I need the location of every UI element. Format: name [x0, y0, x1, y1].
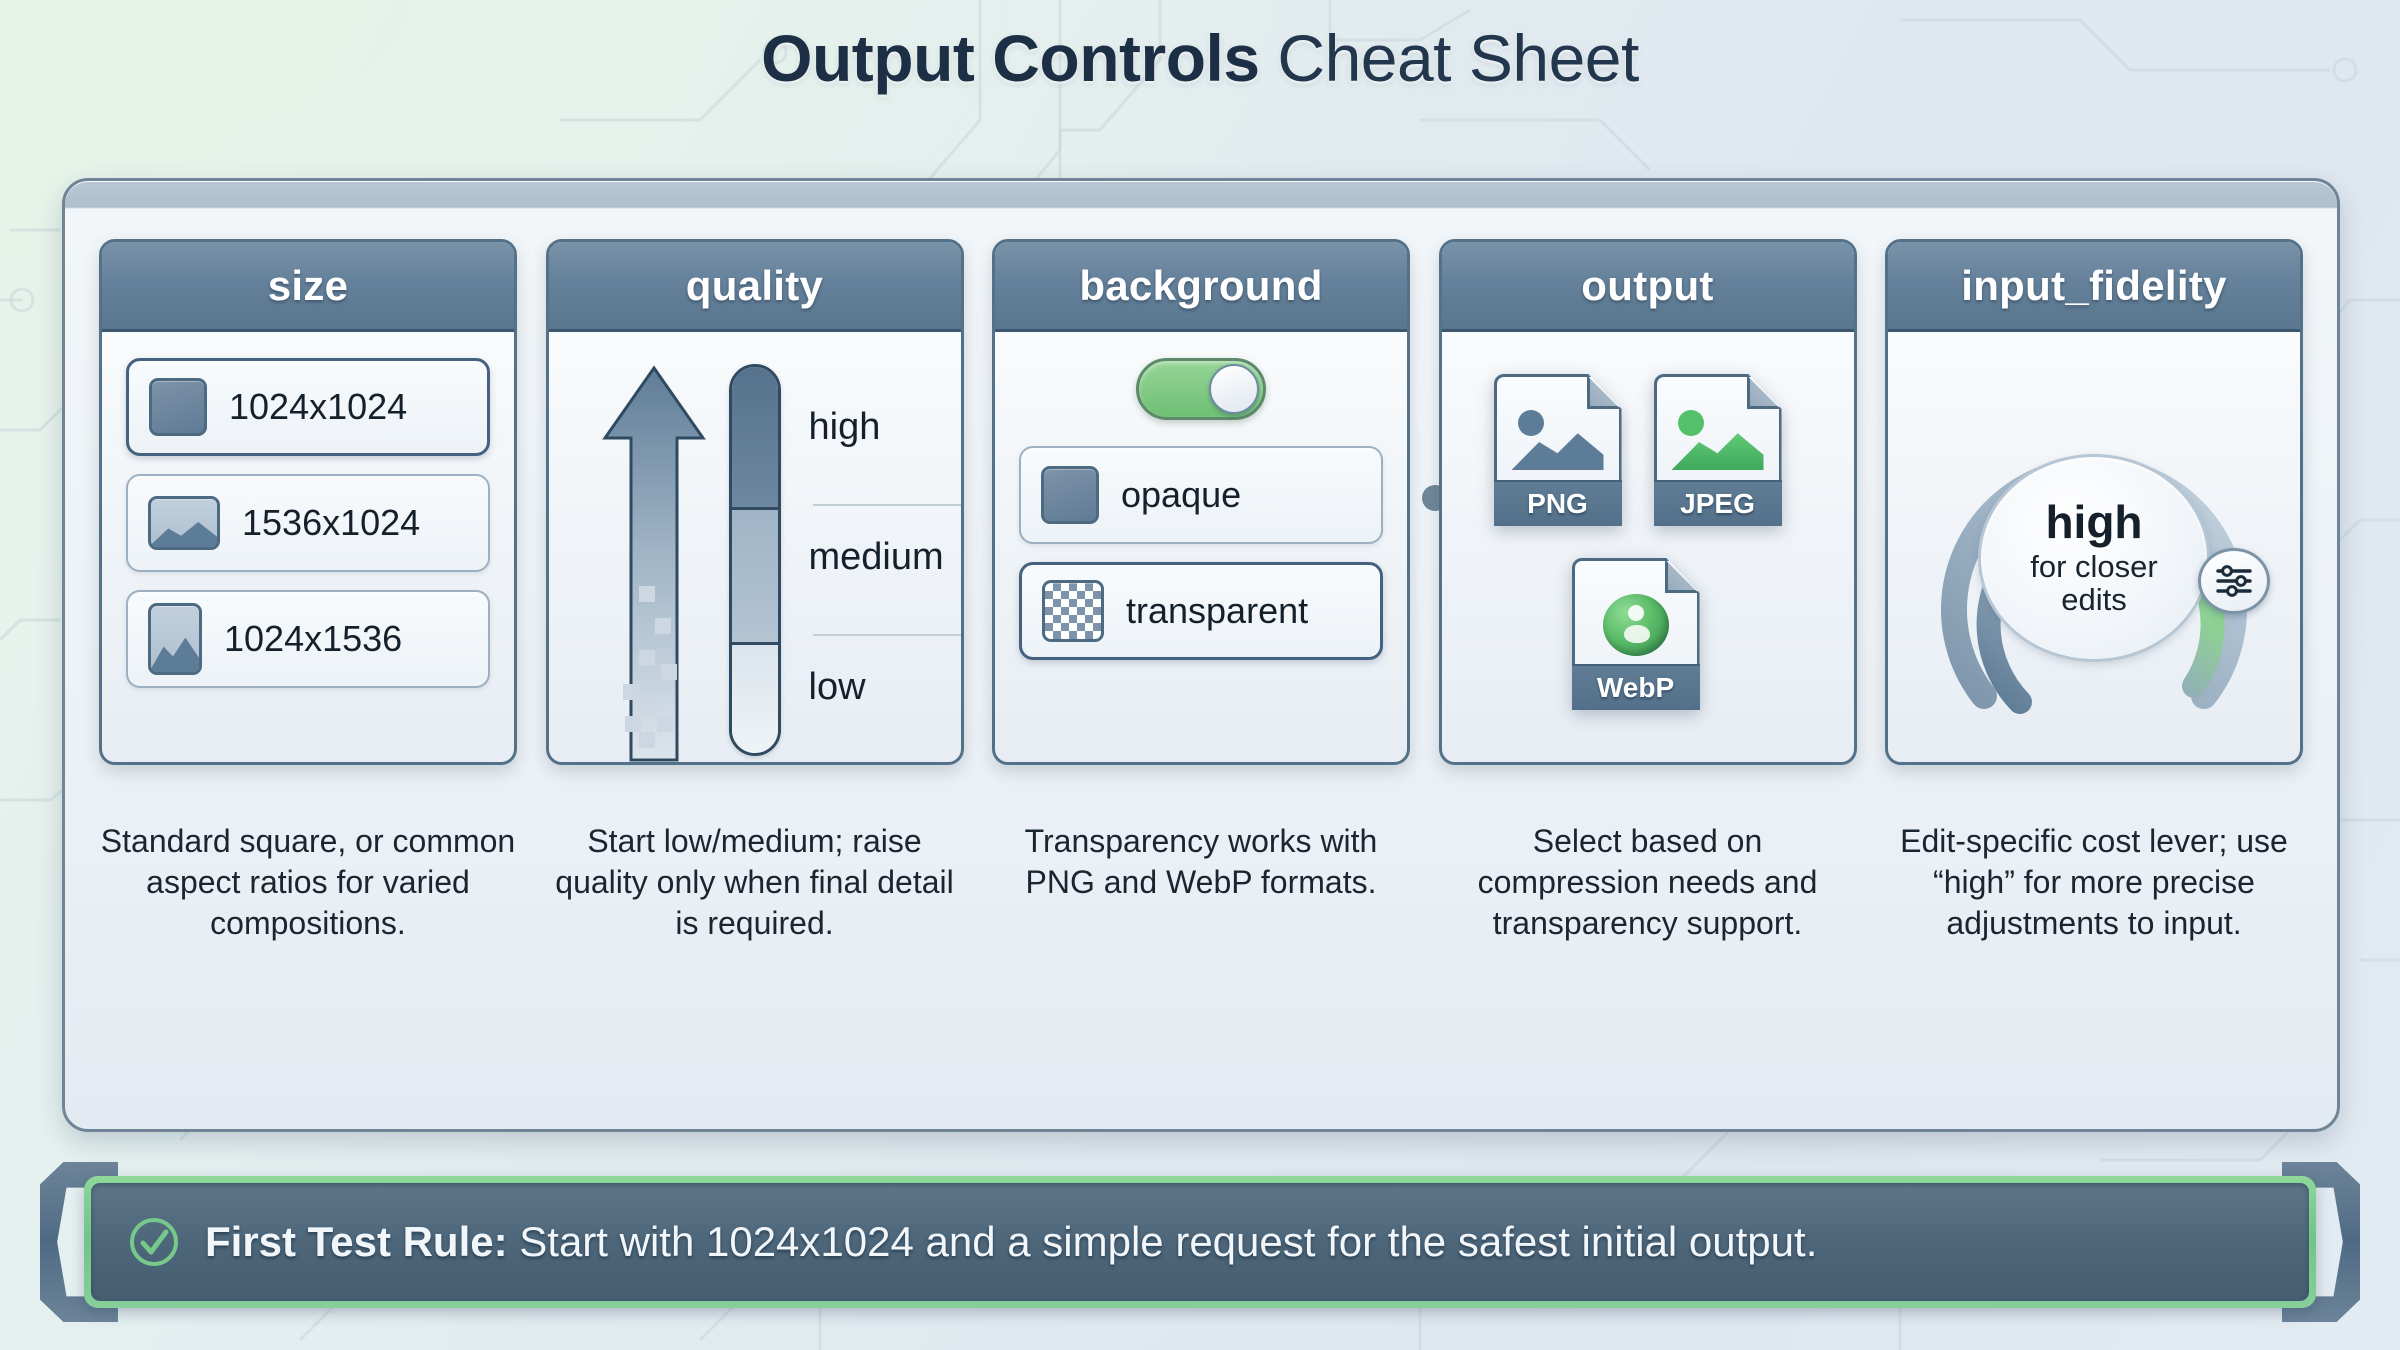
- first-test-rule-banner: First Test Rule: Start with 1024x1024 an…: [40, 1162, 2360, 1322]
- vertical-gauge-icon[interactable]: [728, 364, 781, 756]
- column-captions: Standard square, or common aspect ratios…: [65, 821, 2337, 944]
- fidelity-sub-line1: for closer: [2030, 549, 2158, 585]
- card-size: size 1024x1024 1536x1024 1024x1536: [99, 239, 517, 765]
- card-header-input-fidelity: input_fidelity: [1888, 242, 2300, 332]
- background-option-opaque[interactable]: opaque: [1019, 446, 1383, 544]
- file-label: WebP: [1571, 664, 1700, 710]
- column-input-fidelity: input_fidelity: [1885, 239, 2303, 765]
- size-option-label: 1536x1024: [242, 502, 421, 543]
- quality-level-medium: medium: [808, 536, 944, 578]
- size-option-1024x1536[interactable]: 1024x1536: [126, 590, 490, 688]
- quality-divider: [812, 504, 961, 506]
- banner-rest-text: Start with 1024x1024 and a simple reques…: [507, 1218, 1818, 1265]
- solid-square-icon: [1041, 466, 1099, 524]
- caption-background: Transparency works with PNG and WebP for…: [1024, 823, 1378, 900]
- page-title-light: Cheat Sheet: [1259, 21, 1639, 95]
- column-background: background opaque transparent: [992, 239, 1410, 765]
- file-image-icon: [1671, 408, 1764, 470]
- page-title-bold: Output Controls: [761, 21, 1260, 95]
- quality-level-labels: high medium low: [808, 358, 961, 758]
- column-size: size 1024x1024 1536x1024 1024x1536: [99, 239, 517, 765]
- card-output: output PNG: [1438, 239, 1857, 765]
- banner-text: First Test Rule: Start with 1024x1024 an…: [205, 1218, 1817, 1266]
- column-quality: quality: [545, 239, 964, 765]
- card-header-output: output: [1441, 242, 1854, 332]
- fidelity-value: high: [2045, 496, 2143, 549]
- check-circle-icon: [130, 1218, 178, 1266]
- fidelity-sub-line2: edits: [2061, 582, 2127, 617]
- size-option-1536x1024[interactable]: 1536x1024: [126, 474, 490, 572]
- file-label: PNG: [1493, 480, 1622, 526]
- toggle-knob: [1209, 364, 1259, 414]
- page-fold-icon: [1664, 559, 1699, 593]
- card-header-size: size: [102, 242, 514, 332]
- background-option-label: transparent: [1126, 590, 1309, 631]
- caption-output: Select based on compression needs and tr…: [1477, 823, 1818, 941]
- card-header-quality: quality: [548, 242, 961, 332]
- caption-input-fidelity: Edit-specific cost lever; use “high” for…: [1900, 823, 2288, 941]
- caption-size: Standard square, or common aspect ratios…: [100, 823, 516, 941]
- checkerboard-icon: [1042, 580, 1104, 642]
- page-title: Output Controls Cheat Sheet: [0, 20, 2400, 96]
- card-body-output: PNG JPEG: [1442, 332, 1854, 762]
- landscape-image-icon: [148, 496, 220, 550]
- size-option-1024x1024[interactable]: 1024x1024: [126, 358, 490, 456]
- card-background: background opaque transparent: [992, 239, 1410, 765]
- background-option-label: opaque: [1121, 474, 1242, 515]
- card-header-background: background: [995, 242, 1407, 332]
- file-label: JPEG: [1653, 480, 1782, 526]
- file-card-webp[interactable]: WebP: [1571, 558, 1700, 710]
- banner-bold-text: First Test Rule:: [205, 1218, 508, 1265]
- file-image-icon: [1511, 408, 1604, 470]
- column-output: output PNG: [1438, 239, 1857, 765]
- portrait-image-icon: [148, 603, 202, 675]
- size-option-label: 1024x1536: [224, 618, 403, 659]
- square-thumb-icon: [149, 378, 207, 436]
- caption-quality: Start low/medium; raise quality only whe…: [555, 823, 954, 941]
- card-body-input-fidelity: high for closer edits: [1888, 332, 2300, 762]
- card-quality: quality: [545, 239, 964, 765]
- card-body-background: opaque transparent: [995, 332, 1407, 762]
- card-input-fidelity: input_fidelity: [1885, 239, 2303, 765]
- card-body-quality: high medium low: [549, 332, 961, 762]
- up-arrow-gradient-icon: [601, 365, 706, 762]
- main-panel: size 1024x1024 1536x1024 1024x1536: [62, 178, 2340, 1132]
- file-card-png[interactable]: PNG: [1493, 374, 1622, 526]
- fidelity-value-display: high for closer edits: [1978, 454, 2210, 662]
- size-option-label: 1024x1024: [229, 386, 408, 427]
- banner-content: First Test Rule: Start with 1024x1024 an…: [91, 1183, 2309, 1301]
- control-columns: size 1024x1024 1536x1024 1024x1536: [65, 239, 2337, 765]
- background-toggle[interactable]: [1136, 358, 1266, 420]
- background-option-transparent[interactable]: transparent: [1019, 562, 1383, 660]
- quality-level-high: high: [808, 406, 881, 448]
- quality-level-low: low: [808, 666, 866, 708]
- card-body-size: 1024x1024 1536x1024 1024x1536: [102, 332, 514, 762]
- banner-frame: First Test Rule: Start with 1024x1024 an…: [84, 1176, 2316, 1308]
- file-globe-icon: [1602, 594, 1669, 656]
- sliders-icon[interactable]: [2198, 548, 2270, 614]
- file-card-jpeg[interactable]: JPEG: [1653, 374, 1782, 526]
- quality-divider: [812, 634, 961, 636]
